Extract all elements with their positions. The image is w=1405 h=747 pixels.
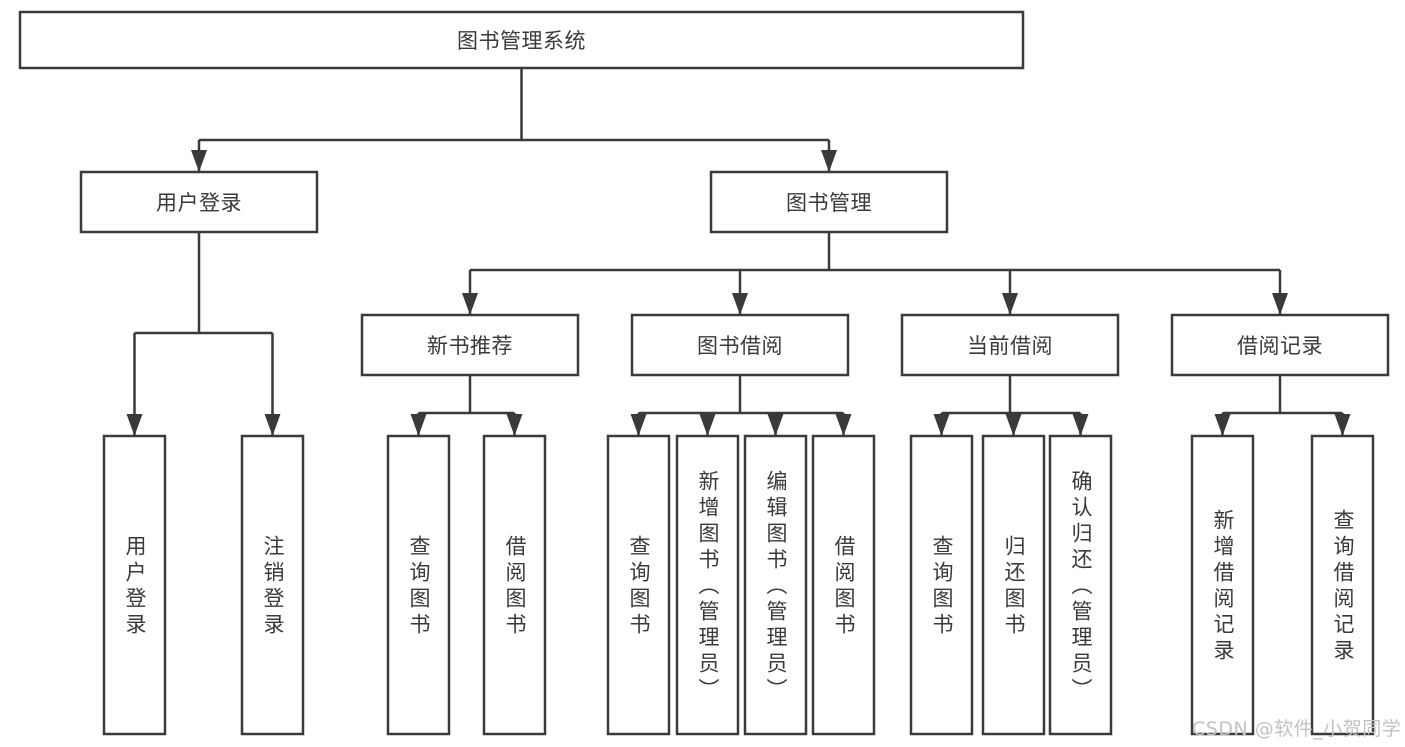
- node-leaf-box-10[interactable]: [1048, 434, 1113, 736]
- node-l3-box-3[interactable]: [1170, 313, 1390, 377]
- node-leaf-box-7[interactable]: [811, 434, 876, 736]
- arrow-l2-to-l3-3: [1272, 293, 1288, 315]
- arrow-leaf-7: [835, 414, 852, 436]
- arrow-leaf-4: [630, 414, 647, 436]
- connector-layer: [126, 68, 1351, 436]
- arrow-root-to-l2-0: [191, 150, 207, 172]
- arrow-l2-to-l3-0: [462, 293, 478, 315]
- node-leaf-box-0[interactable]: [102, 434, 167, 736]
- arrow-leaf-0: [126, 414, 143, 436]
- node-leaf-box-4[interactable]: [606, 434, 671, 736]
- arrow-l2-to-l3-2: [1002, 293, 1018, 315]
- node-leaf-box-1[interactable]: [240, 434, 305, 736]
- arrow-leaf-1: [264, 414, 281, 436]
- arrow-leaf-8: [933, 414, 950, 436]
- arrow-leaf-12: [1334, 414, 1351, 436]
- node-leaf-box-3[interactable]: [482, 434, 547, 736]
- arrow-leaf-5: [699, 414, 716, 436]
- node-l3-box-0[interactable]: [360, 313, 580, 377]
- arrow-leaf-9: [1005, 414, 1022, 436]
- node-leaf-box-9[interactable]: [981, 434, 1046, 736]
- watermark-text: CSDN @软件_小贺同学: [1192, 718, 1402, 740]
- arrow-root-to-l2-1: [821, 150, 837, 172]
- node-leaf-box-2[interactable]: [386, 434, 451, 736]
- arrow-leaf-2: [410, 414, 427, 436]
- node-l3-box-1[interactable]: [630, 313, 850, 377]
- node-leaf-box-5[interactable]: [675, 434, 740, 736]
- node-leaf-box-11[interactable]: [1190, 434, 1255, 736]
- arrow-leaf-10: [1072, 414, 1089, 436]
- arrow-leaf-11: [1214, 414, 1231, 436]
- node-root-box[interactable]: [18, 10, 1025, 70]
- arrow-l2-to-l3-1: [732, 293, 748, 315]
- node-leaf-box-8[interactable]: [909, 434, 974, 736]
- arrow-leaf-3: [506, 414, 523, 436]
- node-l2-box-0[interactable]: [79, 170, 319, 234]
- node-leaf-box-6[interactable]: [743, 434, 808, 736]
- node-leaf-box-12[interactable]: [1310, 434, 1375, 736]
- node-l2-box-1[interactable]: [709, 170, 949, 234]
- arrow-leaf-6: [767, 414, 784, 436]
- box-layer: [18, 10, 1390, 736]
- node-l3-box-2[interactable]: [900, 313, 1120, 377]
